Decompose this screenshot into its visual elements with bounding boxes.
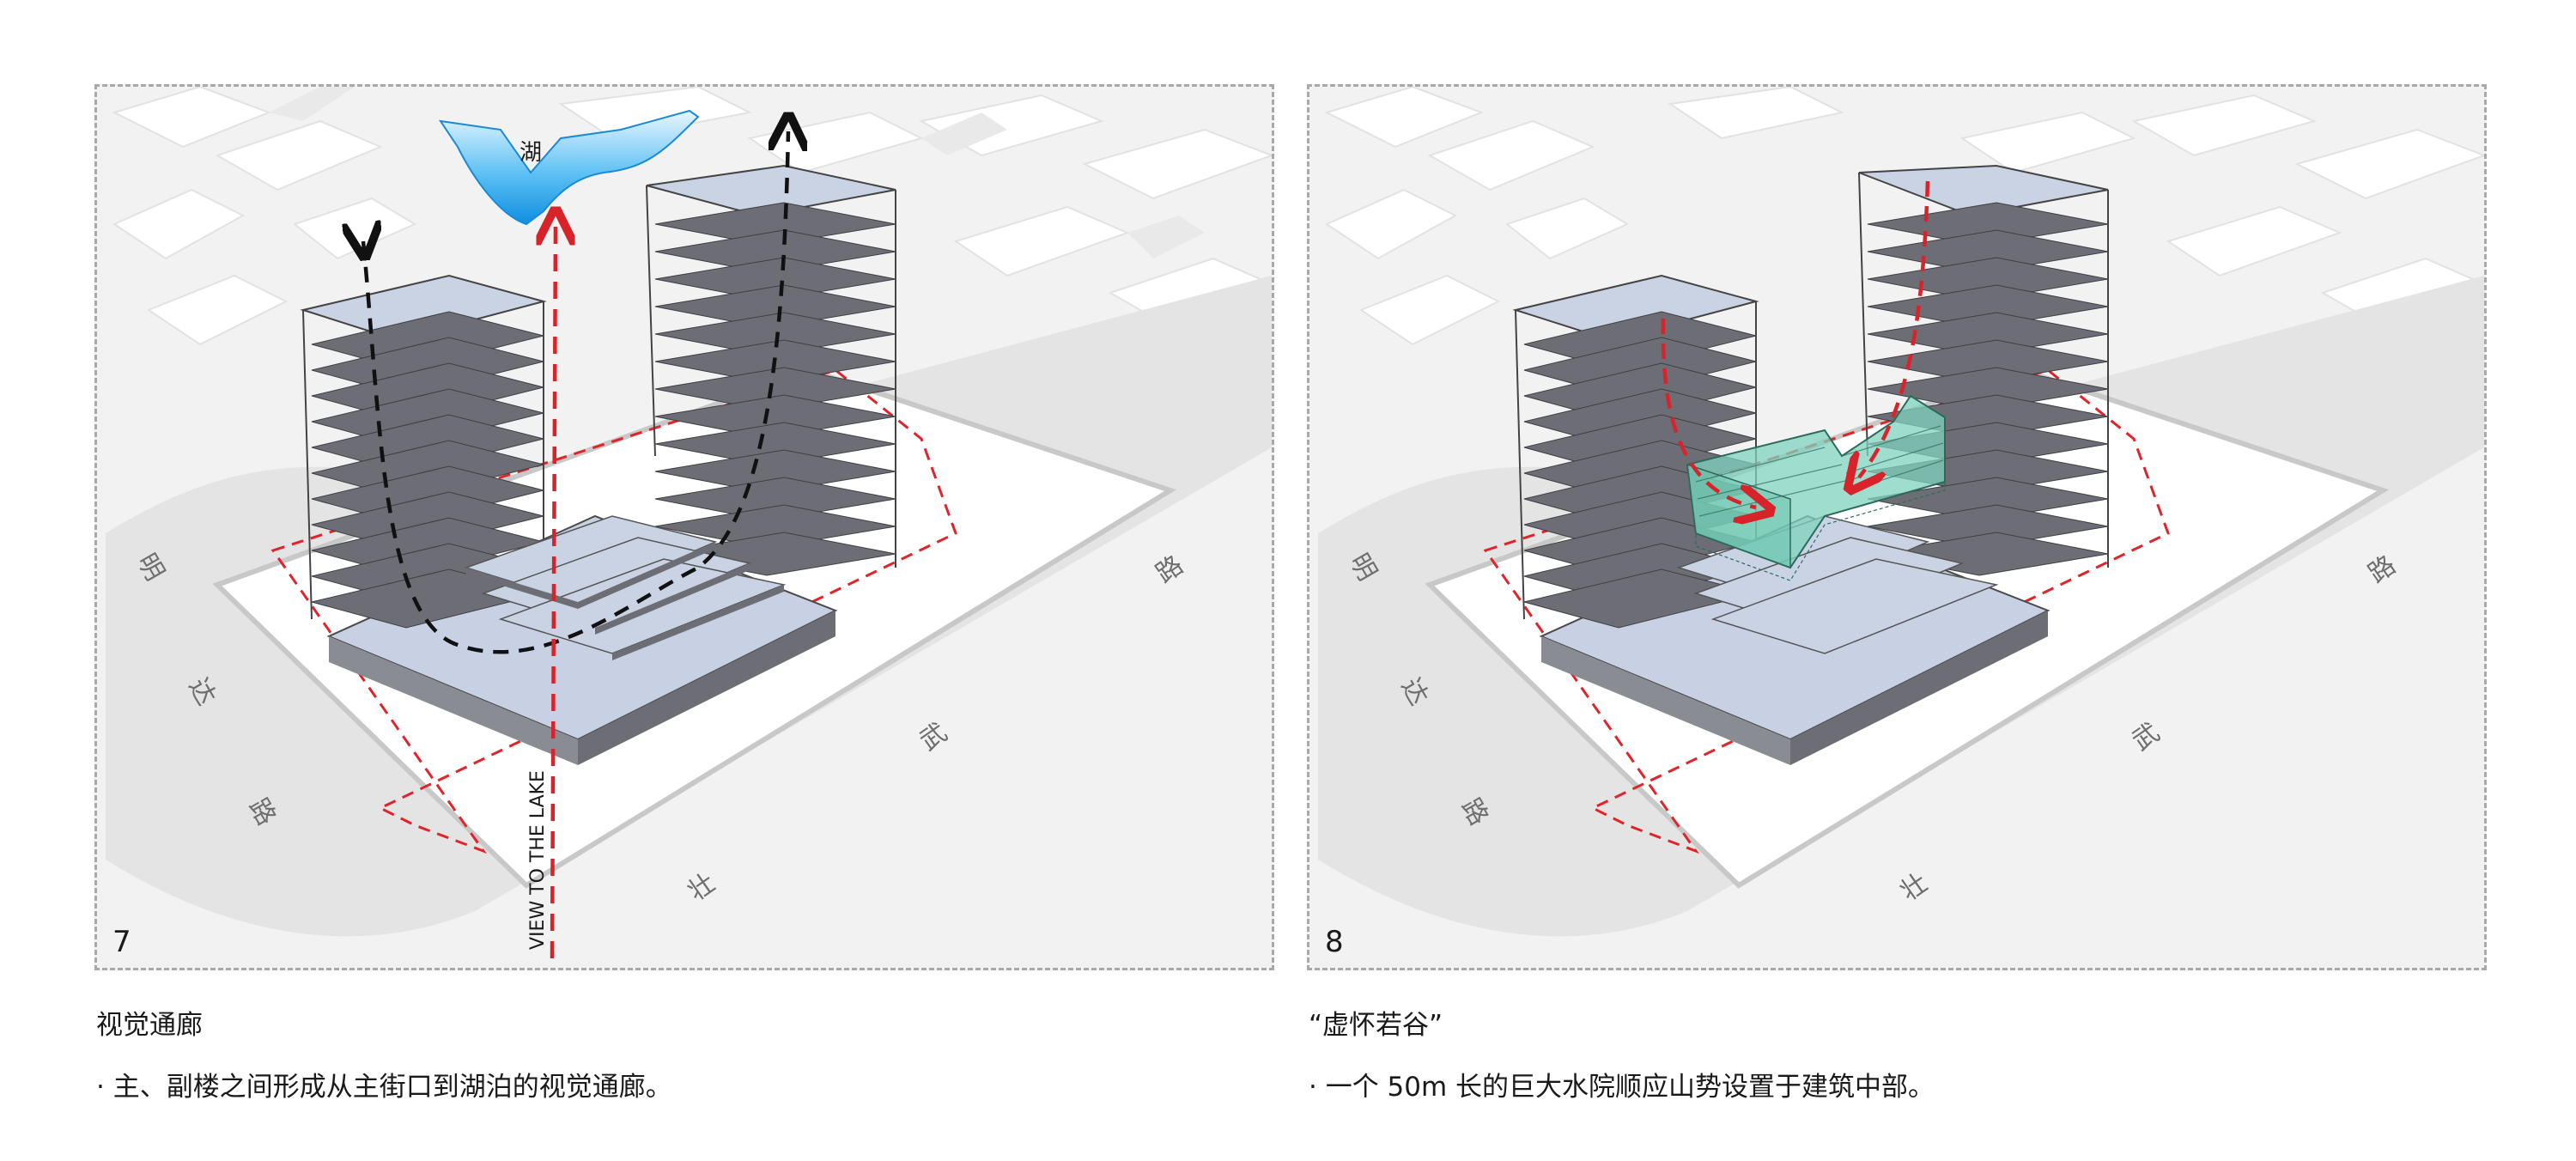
view-axis-label: VIEW TO THE LAKE xyxy=(527,770,549,950)
diagram-panel-8: 明 达 路 路 武 壮 8 xyxy=(1307,84,2487,970)
view-axis xyxy=(552,226,556,959)
caption-text-7: · 主、副楼之间形成从主街口到湖泊的视觉通廊。 xyxy=(96,1072,672,1103)
context-shadows xyxy=(269,87,1205,258)
massing-diagram-8: 明 达 路 路 武 壮 xyxy=(1309,87,2484,968)
caption-title-8: “虚怀若谷” xyxy=(1309,1010,1443,1041)
building-mass xyxy=(1512,164,2109,765)
building-mass xyxy=(300,164,896,765)
flow-arrow-right xyxy=(1859,180,1930,477)
panel-number: 8 xyxy=(1325,925,1344,959)
panel-number: 7 xyxy=(112,925,131,959)
diagram-panel-7: 湖 VIEW TO THE LAKE 明 达 路 路 武 壮 7 xyxy=(94,84,1274,970)
lake-label: 湖 xyxy=(519,140,542,166)
flow-arrow-left xyxy=(1661,318,1756,508)
caption-text-8: · 一个 50m 长的巨大水院顺应山势设置于建筑中部。 xyxy=(1309,1072,1935,1103)
massing-diagram-7: 湖 VIEW TO THE LAKE 明 达 路 路 武 壮 xyxy=(97,87,1272,968)
view-path-curve xyxy=(363,131,788,654)
caption-title-7: 视觉通廊 xyxy=(96,1010,203,1041)
